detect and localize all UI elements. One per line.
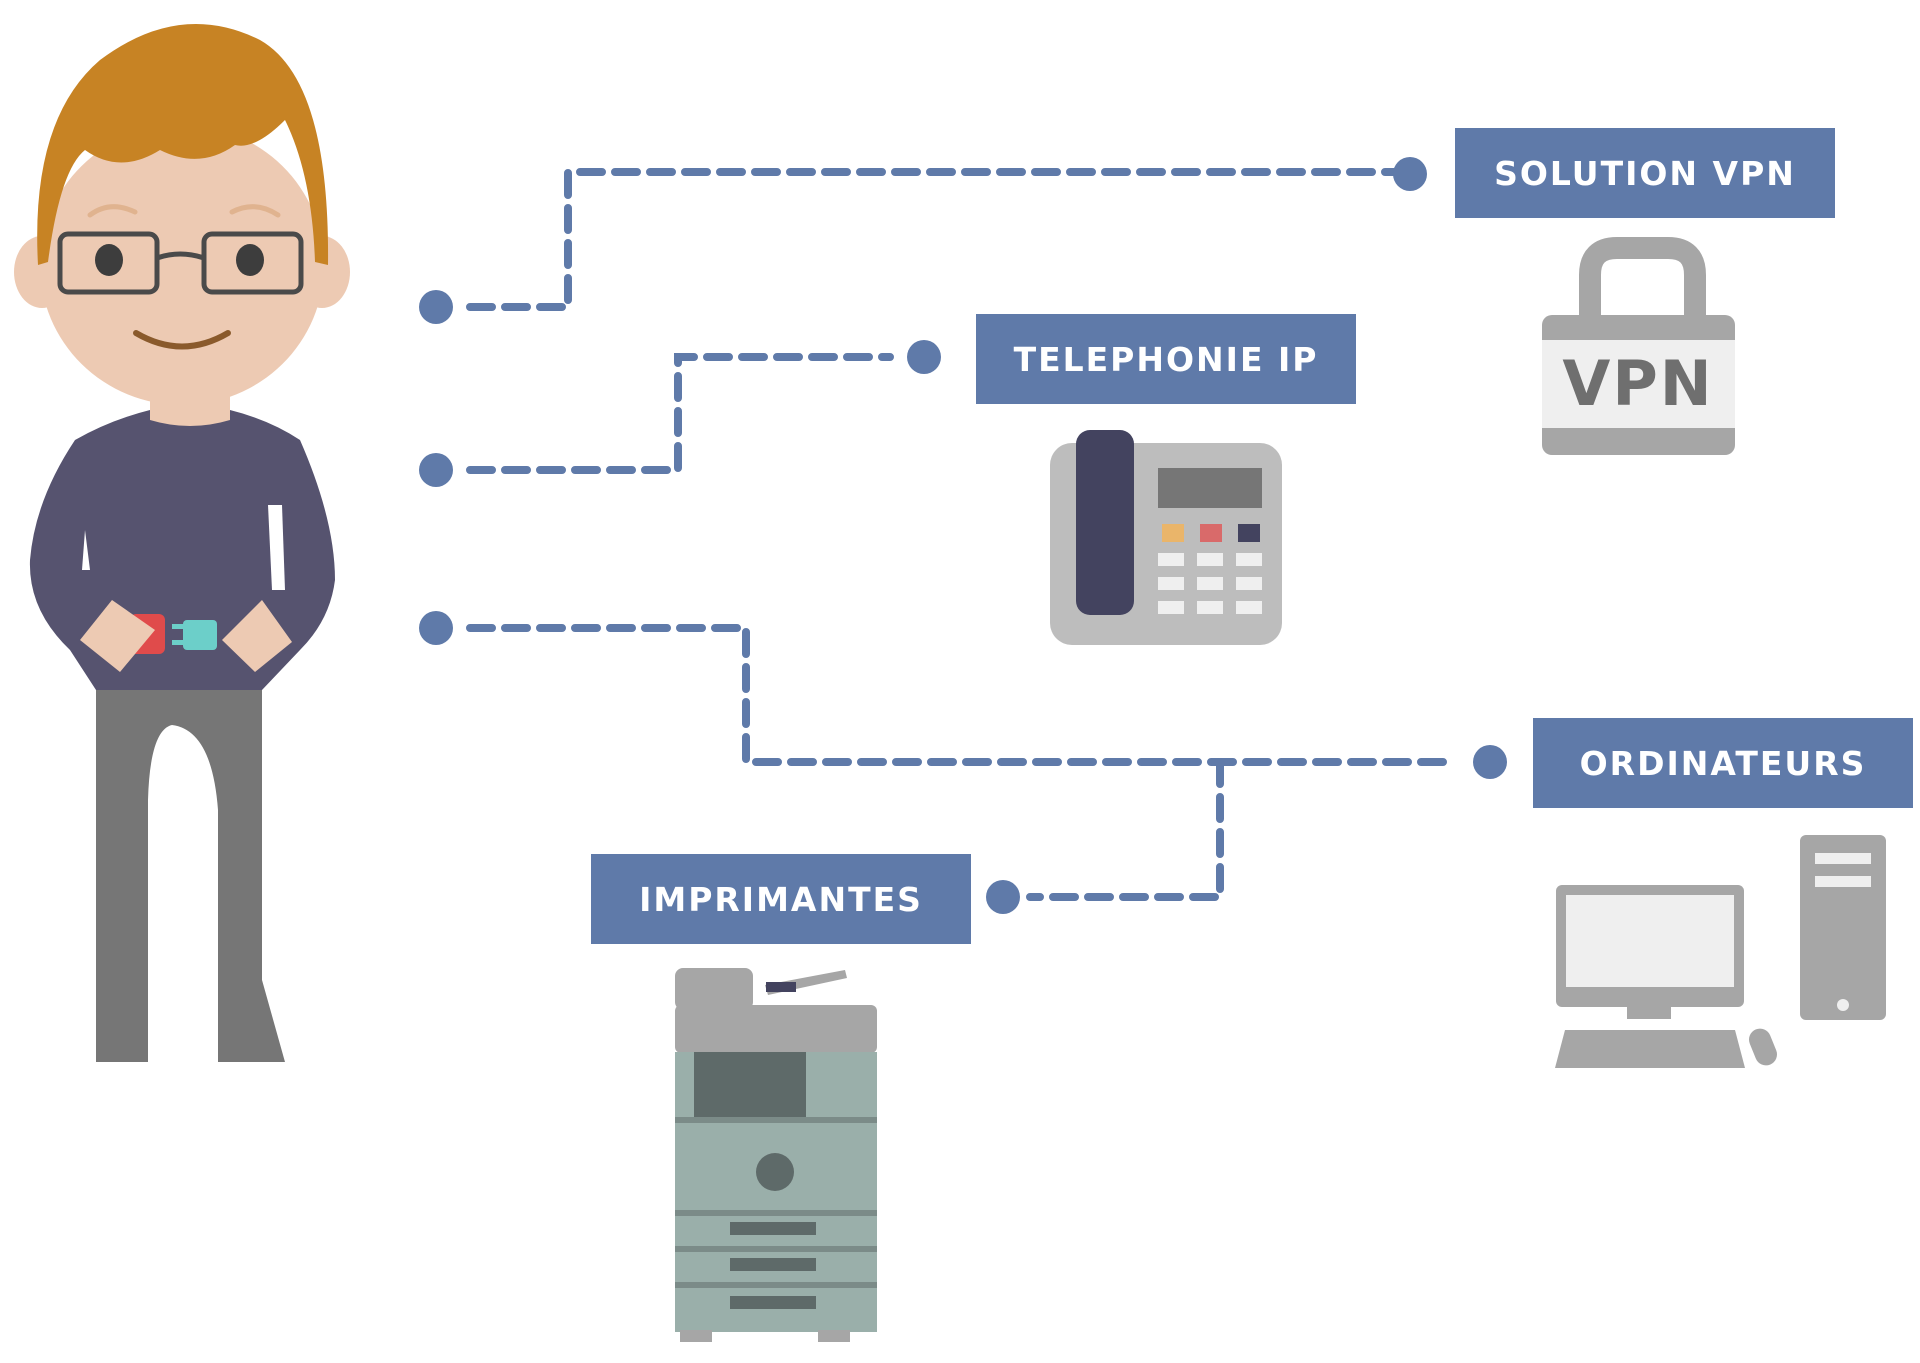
- person-sweater: [29, 410, 336, 690]
- label-imprimantes-text: IMPRIMANTES: [639, 879, 923, 919]
- desktop-computer-icon: [1555, 835, 1886, 1068]
- connector-ordinateurs: [466, 624, 1459, 766]
- label-telephonie-ip: TELEPHONIE IP: [976, 314, 1356, 404]
- arm-highlight: [268, 505, 285, 590]
- padlock-icon: VPN: [1542, 237, 1735, 455]
- copier-printer-icon: [675, 968, 877, 1342]
- connector-dot: [419, 453, 453, 487]
- connector-dot: [419, 611, 453, 645]
- connector-dots: [419, 157, 1507, 914]
- connector-lines: [466, 168, 1459, 901]
- connector-dot: [419, 290, 453, 324]
- connector-telephonie: [466, 353, 894, 474]
- person-hair: [37, 24, 329, 265]
- label-imprimantes: IMPRIMANTES: [591, 854, 971, 944]
- label-ordinateurs: ORDINATEURS: [1533, 718, 1913, 808]
- glasses: [57, 231, 304, 295]
- connector-dot: [907, 340, 941, 374]
- person-hand: [80, 600, 155, 672]
- connector-dot: [1473, 745, 1507, 779]
- connector-imprimantes: [1026, 758, 1224, 901]
- label-solution-vpn-text: SOLUTION VPN: [1494, 153, 1796, 193]
- person-pants: [96, 680, 285, 1062]
- label-solution-vpn: SOLUTION VPN: [1455, 128, 1835, 218]
- connector-dot: [1393, 157, 1427, 191]
- vpn-icon-text: VPN: [1562, 347, 1713, 420]
- label-telephonie-ip-text: TELEPHONIE IP: [1013, 339, 1319, 379]
- connector-vpn: [466, 168, 1404, 311]
- desk-phone-icon: [1050, 430, 1282, 645]
- smile: [133, 330, 231, 350]
- label-ordinateurs-text: ORDINATEURS: [1579, 743, 1867, 783]
- person-illustration: [14, 24, 350, 1062]
- person-hand: [222, 600, 292, 672]
- person-face: [40, 125, 324, 405]
- arm-highlight: [82, 530, 90, 570]
- connector-dot: [986, 880, 1020, 914]
